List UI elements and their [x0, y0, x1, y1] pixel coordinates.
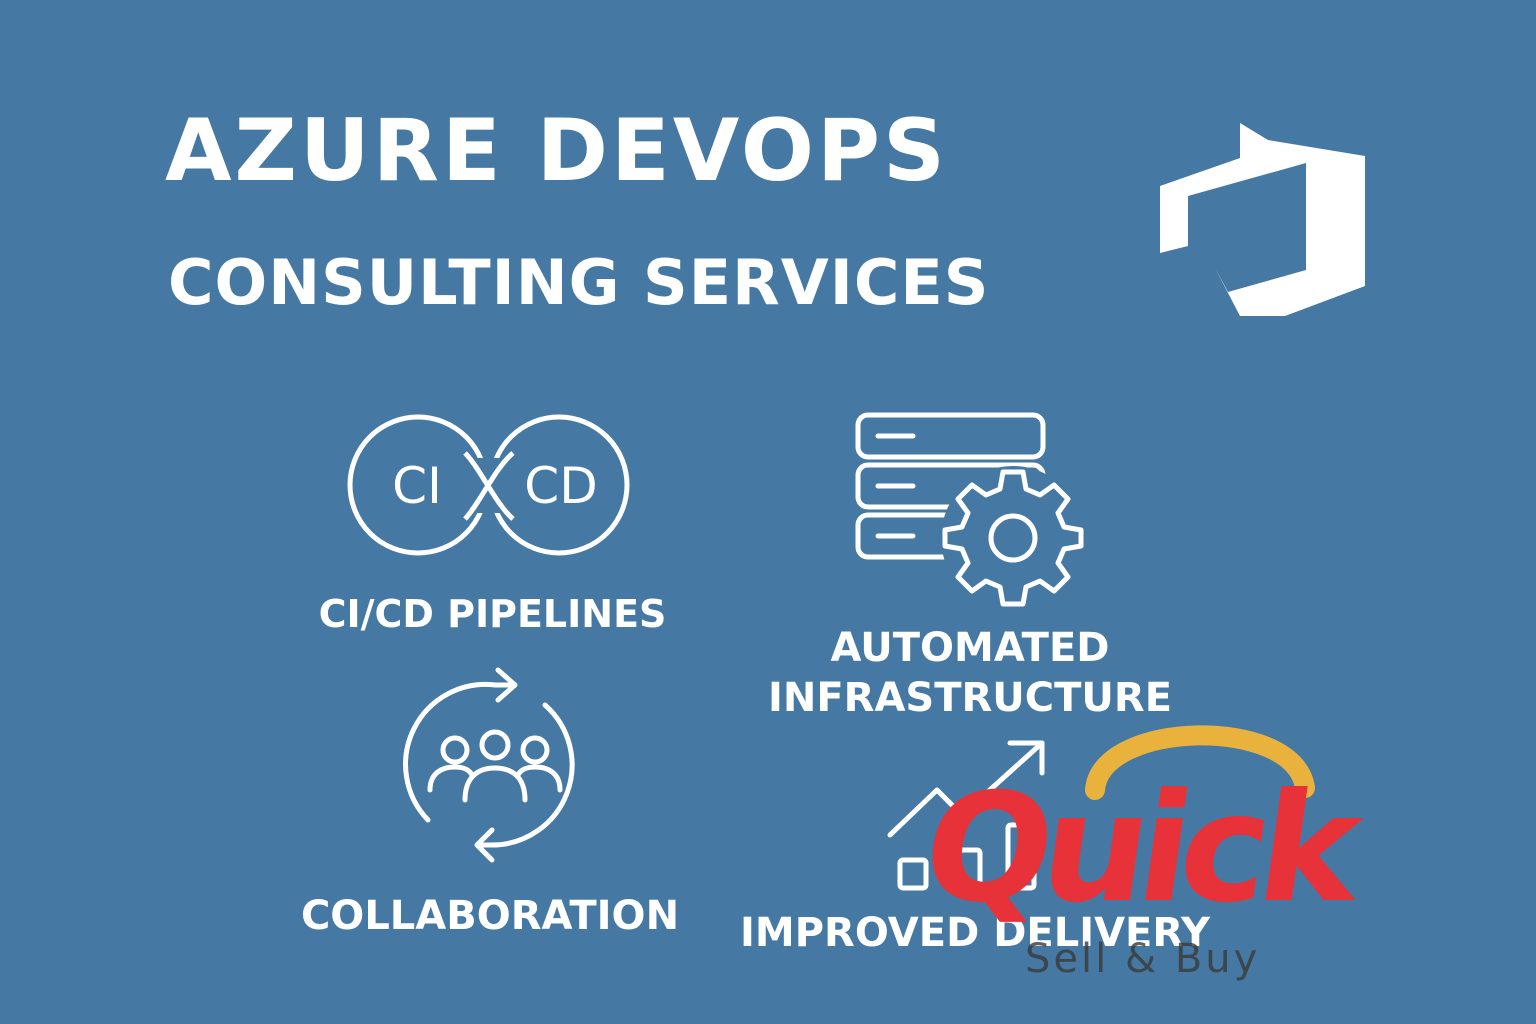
feature-label-cicd: CI/CD PIPELINES: [318, 592, 667, 636]
quick-sell-buy-watermark-logo: Quick Sell & Buy: [930, 725, 1376, 982]
watermark-tagline-text: Sell & Buy: [1025, 936, 1260, 982]
feature-label-collaboration: COLLABORATION: [300, 893, 680, 939]
cd-icon-text: CD: [524, 457, 597, 515]
ci-cd-infinity-icon: CI CD: [347, 414, 630, 556]
watermark-brand-text: Quick: [930, 761, 1376, 936]
feature-label-infrastructure: AUTOMATED INFRASTRUCTURE: [740, 623, 1200, 723]
team-cycle-icon: [403, 667, 575, 863]
page-title: AZURE DEVOPS: [165, 101, 948, 201]
page-subtitle: CONSULTING SERVICES: [168, 246, 990, 319]
ci-icon-text: CI: [392, 457, 442, 515]
server-gear-icon: [855, 412, 1085, 610]
feature-label-delivery: IMPROVED DELIVERY: [740, 910, 1210, 956]
growth-chart-icon: [887, 740, 1045, 891]
feature-label-line2: INFRASTRUCTURE: [767, 675, 1173, 721]
feature-label-line1: AUTOMATED: [830, 625, 1110, 671]
azure-devops-logo-icon: [1160, 123, 1365, 316]
